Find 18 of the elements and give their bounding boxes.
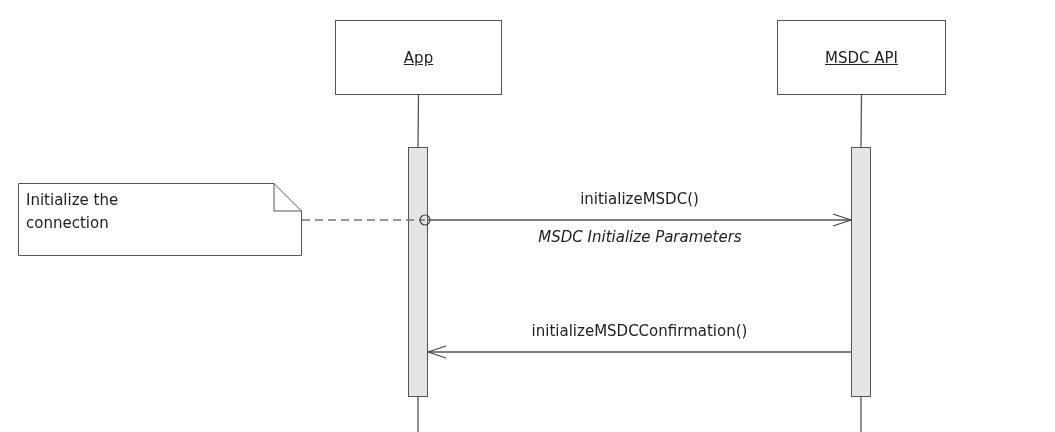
message-parameters: MSDC Initialize Parameters	[538, 228, 742, 246]
lifeline-header	[335, 20, 502, 95]
lifeline	[860, 396, 862, 432]
note	[18, 183, 302, 256]
note-text: Initialize the connection	[26, 190, 120, 234]
activation-bar	[851, 147, 871, 397]
participant-name: MSDC API	[825, 48, 898, 67]
lifeline	[417, 396, 419, 432]
participant-name: App	[403, 48, 434, 67]
activation-bar	[408, 147, 428, 397]
note-connector	[301, 214, 431, 226]
message-arrow	[427, 345, 852, 359]
lifeline	[417, 94, 420, 148]
lifeline-header	[777, 20, 946, 95]
lifeline	[860, 94, 863, 148]
message-arrow	[427, 213, 852, 227]
message-label: initializeMSDCConfirmation()	[531, 322, 748, 340]
message-label: initializeMSDC()	[580, 190, 699, 208]
